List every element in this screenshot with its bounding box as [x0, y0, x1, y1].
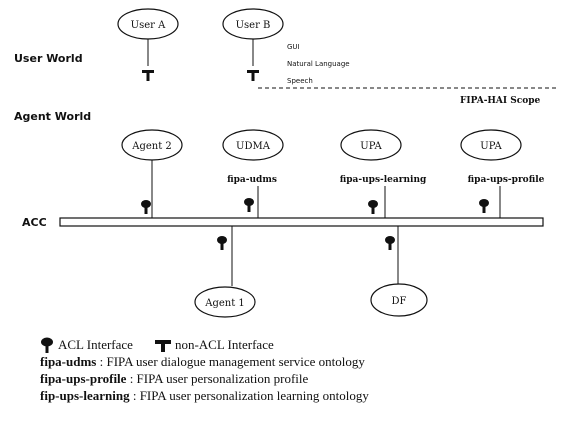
definition-text: : FIPA user personalization learning ont…	[129, 388, 369, 403]
udma-label: UDMA	[236, 141, 271, 152]
definition-profile: fipa-ups-profile : FIPA user personaliza…	[40, 370, 560, 387]
df-node	[370, 283, 428, 317]
agent-2-label: Agent 2	[131, 141, 172, 152]
learning-ontology-label: fipa-ups-learning	[340, 175, 427, 185]
non-acl-interface-icon	[247, 70, 259, 81]
acl-interface-icon	[244, 198, 254, 212]
user-b-label: User B	[236, 20, 271, 31]
acl-interface-icon	[385, 236, 395, 250]
definition-text: : FIPA user dialogue management service …	[96, 354, 365, 369]
definition-text: : FIPA user personalization profile	[126, 371, 309, 386]
legend-non-acl: non-ACL Interface	[154, 336, 274, 353]
profile-ontology-label: fipa-ups-profile	[468, 175, 545, 185]
legend-acl-label: ACL Interface	[58, 337, 133, 352]
agent-world-label: Agent World	[14, 110, 91, 123]
definition-learning: fip-ups-learning : FIPA user personaliza…	[40, 387, 560, 404]
user-a-label: User A	[131, 20, 166, 31]
legend-row: ACL Interface non-ACL Interface	[40, 336, 560, 353]
acc-label: ACC	[22, 216, 47, 229]
acl-interface-icon	[368, 200, 378, 214]
user-world-label: User World	[14, 52, 83, 65]
non-acl-interface-icon	[142, 70, 154, 81]
legend-acl: ACL Interface	[40, 336, 133, 353]
definition-term: fipa-udms	[40, 354, 97, 369]
non-acl-interface-icon	[154, 339, 171, 352]
acl-interface-icon	[141, 200, 151, 214]
definition-udms: fipa-udms : FIPA user dialogue managemen…	[40, 353, 560, 370]
hai-scope-label: FIPA-HAI Scope	[460, 96, 541, 106]
natural-language-note: Natural Language	[287, 60, 350, 68]
speech-note: Speech	[287, 77, 313, 85]
agent-1-node	[194, 286, 256, 318]
upa-learning-node	[340, 129, 402, 161]
definition-term: fipa-ups-profile	[40, 371, 127, 386]
gui-note: GUI	[287, 43, 300, 51]
upa-learning-label: UPA	[360, 141, 382, 152]
definition-term: fip-ups-learning	[40, 388, 130, 403]
upa-profile-node	[460, 129, 522, 161]
legend: ACL Interface non-ACL Interface fipa-udm…	[40, 336, 560, 404]
udms-ontology-label: fipa-udms	[227, 175, 277, 185]
legend-non-acl-label: non-ACL Interface	[174, 337, 274, 352]
acc-bus	[59, 217, 544, 227]
acl-interface-icon	[479, 199, 489, 213]
df-label: DF	[392, 296, 407, 307]
acl-interface-icon	[41, 337, 53, 353]
upa-profile-label: UPA	[480, 141, 502, 152]
udma-node	[222, 129, 284, 161]
agent-1-label: Agent 1	[204, 298, 245, 309]
acl-interface-icon	[217, 236, 227, 250]
